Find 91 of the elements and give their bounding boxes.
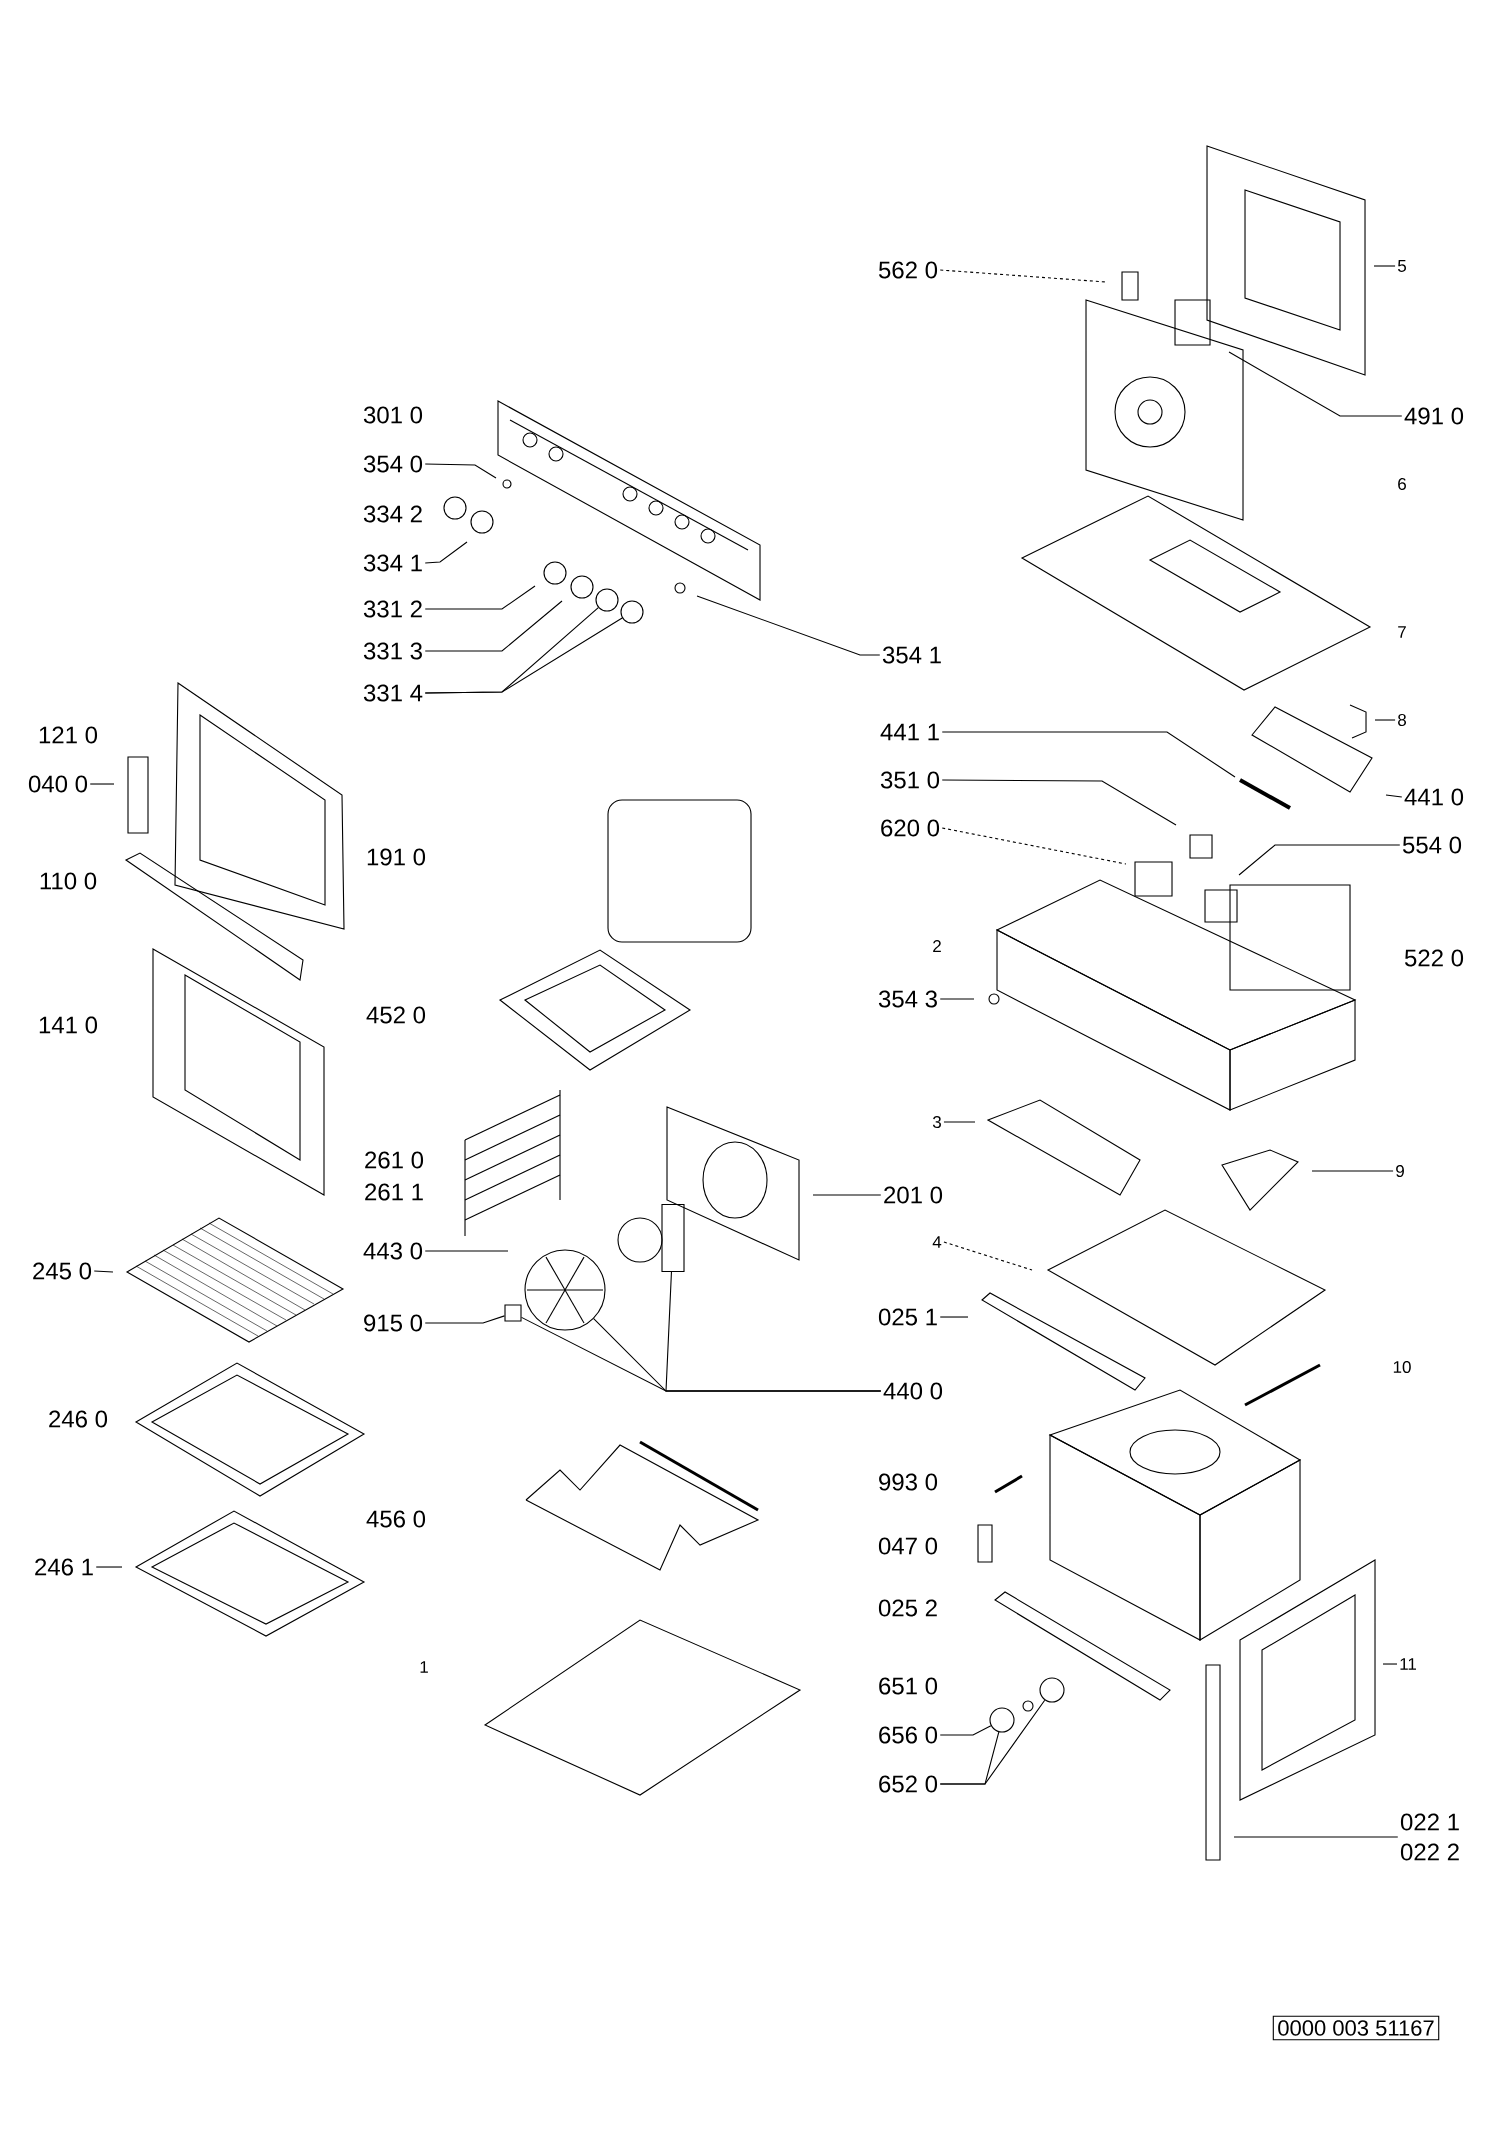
leader-line <box>941 827 1127 865</box>
callout-number: 334 2 <box>363 505 422 523</box>
callout-number: 022 1 022 2 <box>1400 1813 1459 1861</box>
callout-number: 441 1 <box>880 723 939 741</box>
callout-number: 7 <box>1398 626 1406 638</box>
callout-number: 047 0 <box>878 1537 938 1555</box>
leader-line <box>1385 794 1403 798</box>
callout-number: 354 3 <box>878 990 937 1008</box>
callout-number: 8 <box>1398 714 1406 727</box>
leader-line <box>424 1315 505 1324</box>
motor <box>661 1203 685 1273</box>
callout-number: 121 0 <box>39 726 98 744</box>
callout-number: 993 0 <box>879 1473 938 1491</box>
callout-number: 915 0 <box>364 1314 423 1332</box>
callout-number: 443 0 <box>363 1242 423 1260</box>
leader-line <box>939 1316 969 1318</box>
leader-line <box>95 1566 123 1568</box>
callout-number: 354 0 <box>363 455 423 473</box>
callout-number: 562 0 <box>878 261 938 279</box>
callout-number: 554 0 <box>1402 836 1462 854</box>
callout-number: 191 0 <box>367 848 426 866</box>
leader-line <box>1233 1836 1399 1838</box>
knob <box>595 588 619 612</box>
callout-number: 261 0 <box>365 1151 424 1169</box>
leader-line <box>1311 1170 1394 1172</box>
leader-line <box>939 998 975 1000</box>
knob <box>1039 1677 1065 1703</box>
callout-number: 246 1 <box>35 1558 93 1576</box>
leader-line <box>424 600 563 652</box>
callout-number: 331 2 <box>363 600 422 618</box>
callout-number: 452 0 <box>366 1006 426 1024</box>
leader-line <box>943 1121 976 1123</box>
callout-number: 441 0 <box>1404 788 1464 806</box>
spacer-part <box>504 1304 522 1322</box>
callout-number: 440 0 <box>883 1382 943 1400</box>
callout-number: 301 0 <box>363 406 423 424</box>
callout-number: 9 <box>1396 1165 1404 1178</box>
callout-number: 522 0 <box>1404 949 1464 967</box>
leader-line <box>1374 719 1396 721</box>
callout-number: 110 0 <box>40 872 97 890</box>
leader-line <box>696 595 881 656</box>
callout-number: 5 <box>1397 260 1406 272</box>
leader-line <box>1382 1663 1398 1665</box>
leader-line <box>424 617 623 694</box>
part-number-box: 0000 003 51167 <box>1272 2015 1440 2041</box>
leader-line <box>939 1699 1046 1785</box>
callout-number: 2 <box>933 940 941 952</box>
callout-number: 456 0 <box>366 1510 426 1528</box>
leader-line <box>943 1241 1033 1271</box>
leader-line <box>424 463 497 479</box>
callout-number: 3 <box>932 1116 941 1129</box>
callout-number: 651 0 <box>879 1677 938 1695</box>
callout-number: 334 1 <box>363 554 422 572</box>
callout-number: 620 0 <box>881 819 940 837</box>
callout-number: 4 <box>932 1236 942 1248</box>
callout-number: 6 <box>1398 478 1406 491</box>
leader-line <box>812 1194 882 1196</box>
callout-number: 656 0 <box>879 1726 938 1744</box>
leader-line <box>521 1316 882 1392</box>
leader-line <box>1373 265 1396 267</box>
callout-number: 141 0 <box>39 1016 98 1034</box>
leader-line <box>424 541 468 564</box>
callout-number: 11 <box>1400 1658 1416 1670</box>
leader-line <box>941 731 1236 778</box>
leader-line <box>1228 351 1403 417</box>
callout-number: 331 3 <box>363 642 422 660</box>
leader-line <box>941 779 1177 826</box>
callout-number: 1 <box>420 1661 428 1673</box>
leader-line <box>93 1270 114 1273</box>
callout-number: 10 <box>1393 1361 1411 1374</box>
leader-line <box>424 1250 509 1252</box>
callout-number: 652 0 <box>879 1775 938 1793</box>
callout-number: 261 1 <box>365 1183 423 1201</box>
callout-number: 245 0 <box>33 1262 92 1280</box>
knob <box>620 600 644 624</box>
callout-number: 354 1 <box>882 646 941 664</box>
leader-line <box>89 783 115 785</box>
callout-number: 491 0 <box>1404 407 1464 425</box>
fan-blade <box>524 1249 606 1331</box>
leader-line <box>939 269 1107 283</box>
leader-line <box>424 585 536 610</box>
callout-number: 201 0 <box>884 1186 943 1204</box>
leader-line <box>1238 844 1401 876</box>
callout-number: 331 4 <box>363 684 423 702</box>
callout-number: 025 1 <box>878 1308 937 1326</box>
callout-number: 025 2 <box>878 1599 937 1617</box>
callout-number: 040 0 <box>28 775 88 793</box>
leader-line <box>939 1725 992 1736</box>
knob <box>989 1707 1015 1733</box>
callout-number: 246 0 <box>49 1410 108 1428</box>
callout-number: 351 0 <box>880 771 940 789</box>
